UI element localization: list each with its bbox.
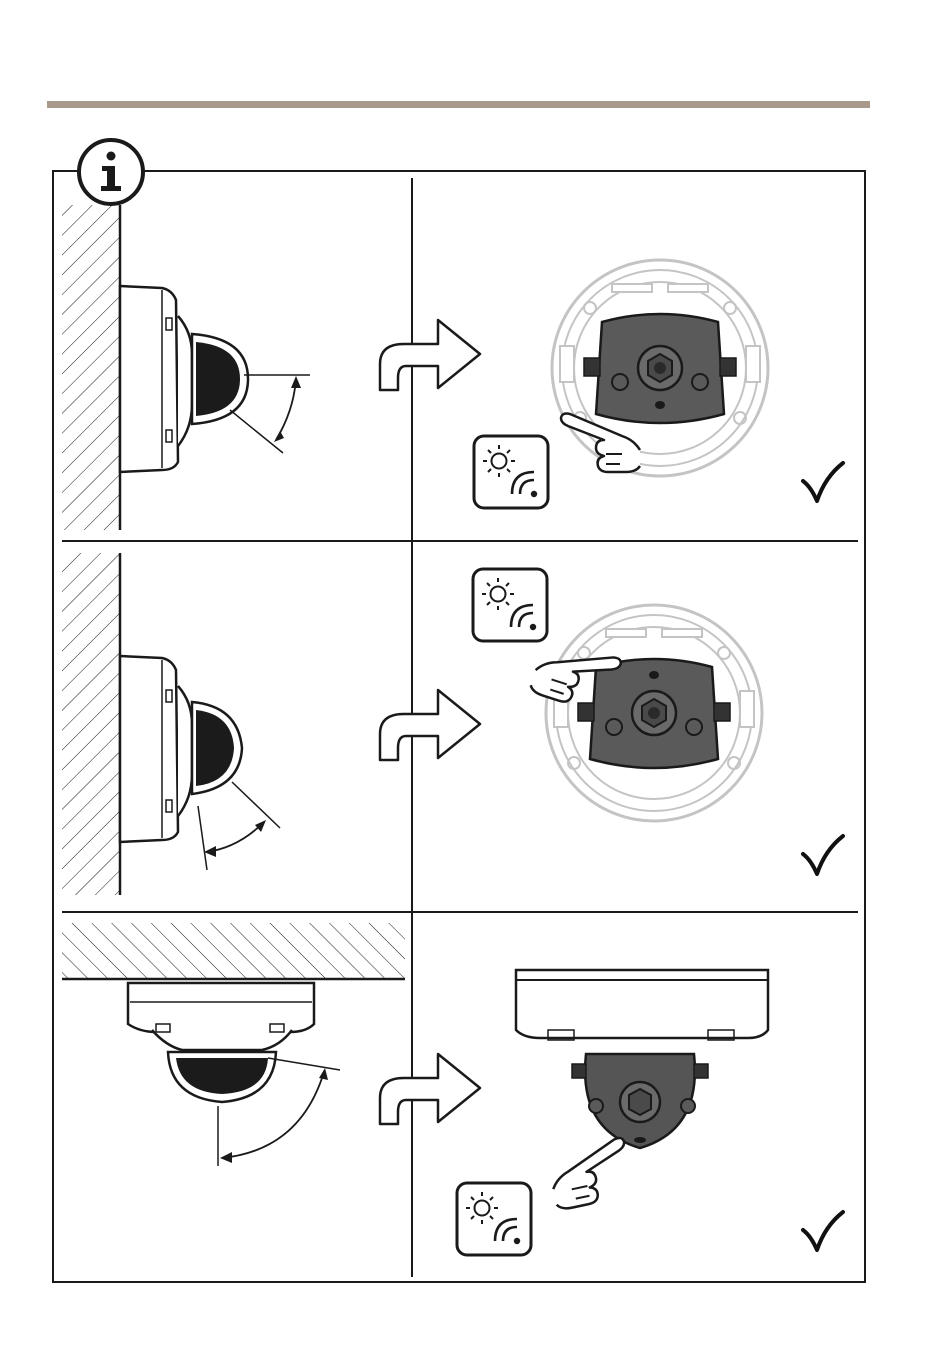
side-view-camera [120, 286, 248, 472]
wall-hatch [62, 553, 120, 895]
pointing-hand-icon [546, 1137, 635, 1211]
curved-arrow-icon [380, 1054, 480, 1124]
top-view-camera [546, 605, 762, 821]
top-view-camera [552, 260, 768, 476]
curved-arrow-icon [380, 320, 480, 390]
ceiling-view-camera [516, 970, 768, 1148]
tilt-angle-indicator [198, 782, 280, 870]
side-view-camera [120, 656, 242, 842]
wall-hatch [62, 205, 120, 530]
ceiling-hatch [62, 923, 405, 979]
info-icon [79, 140, 143, 204]
header-rule [47, 101, 870, 108]
curved-arrow-icon [380, 690, 480, 760]
side-view-camera [128, 983, 314, 1102]
panel-wall-tilt-up [62, 205, 843, 530]
checkmark-icon [803, 1212, 843, 1250]
light-sensor-wireless-icon [474, 436, 548, 508]
checkmark-icon [803, 463, 843, 501]
panel-ceiling-mount [62, 923, 843, 1255]
checkmark-icon [803, 836, 843, 874]
light-sensor-wireless-icon [457, 1183, 531, 1255]
panel-wall-tilt-down [62, 553, 843, 895]
light-sensor-wireless-icon [473, 569, 547, 641]
